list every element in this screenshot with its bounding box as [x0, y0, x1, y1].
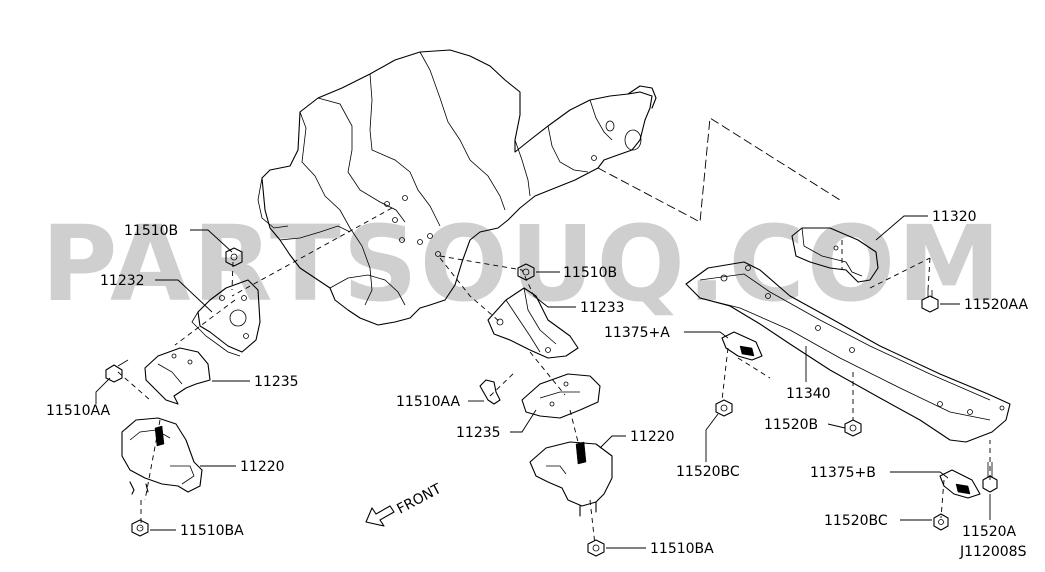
callout-11510B-right: 11510B	[563, 265, 617, 281]
left-bolt-11510AA	[105, 359, 129, 383]
callout-11520BC-bottom: 11520BC	[824, 513, 888, 529]
bolt-11520A	[982, 462, 998, 493]
nut-11520B	[844, 419, 862, 437]
callout-11520BC-top: 11520BC	[676, 464, 740, 480]
front-label: FRONT	[394, 481, 444, 518]
left-nut-11510B	[225, 247, 243, 267]
engine-transmission-assembly	[257, 49, 657, 326]
callout-11232: 11232	[100, 273, 145, 289]
right-heat-shield	[521, 373, 601, 419]
right-nut-11510B	[517, 263, 535, 281]
left-heat-shield	[144, 347, 211, 405]
rear-mount-insulator	[791, 227, 879, 283]
leader-lines	[95, 215, 991, 549]
callout-11340: 11340	[786, 386, 831, 402]
callout-11510BA-right: 11510BA	[650, 541, 714, 557]
callout-11320: 11320	[932, 209, 977, 225]
right-engine-mount-insulator	[529, 441, 613, 517]
left-nut-11510BA	[131, 519, 149, 537]
right-engine-mount-bracket	[487, 287, 579, 359]
callout-11510BA-left: 11510BA	[180, 523, 244, 539]
front-direction-indicator: FRONT	[365, 481, 444, 527]
callout-11235-left: 11235	[254, 374, 299, 390]
callout-11520B: 11520B	[764, 417, 818, 433]
left-engine-mount-insulator	[121, 417, 203, 495]
callout-11510AA-right: 11510AA	[396, 394, 461, 410]
callout-11375A: 11375+A	[604, 325, 670, 341]
callout-11233: 11233	[580, 300, 625, 316]
left-engine-mount-bracket	[191, 279, 261, 357]
callout-labels: 11510B 11232 11510AA 11235 11220 11510BA…	[46, 209, 1029, 560]
callout-11520AA: 11520AA	[964, 297, 1029, 313]
assembly-guide-lines	[117, 117, 991, 546]
bolt-11520AA	[921, 290, 939, 313]
nut-11520BC-top	[715, 399, 733, 417]
callout-11235-right: 11235	[456, 425, 501, 441]
right-nut-11510BA	[587, 539, 605, 557]
watermark-text: PARTSOUQ.COM	[41, 203, 1002, 325]
callout-11375B: 11375+B	[810, 465, 876, 481]
callout-11510AA-left: 11510AA	[46, 403, 111, 419]
diagram-id: J112008S	[959, 544, 1027, 560]
callout-11520A: 11520A	[962, 524, 1017, 540]
rear-crossmember	[685, 261, 1011, 443]
bracket-11375-B	[939, 469, 981, 499]
right-bolt-11510AA	[479, 379, 501, 405]
nut-11520BC-bottom	[933, 513, 949, 531]
bracket-11375-A	[721, 331, 763, 361]
callout-11510B-left: 11510B	[124, 223, 178, 239]
callout-11220-left: 11220	[240, 459, 285, 475]
front-arrow-icon	[365, 505, 395, 527]
callout-11220-right: 11220	[630, 429, 675, 445]
